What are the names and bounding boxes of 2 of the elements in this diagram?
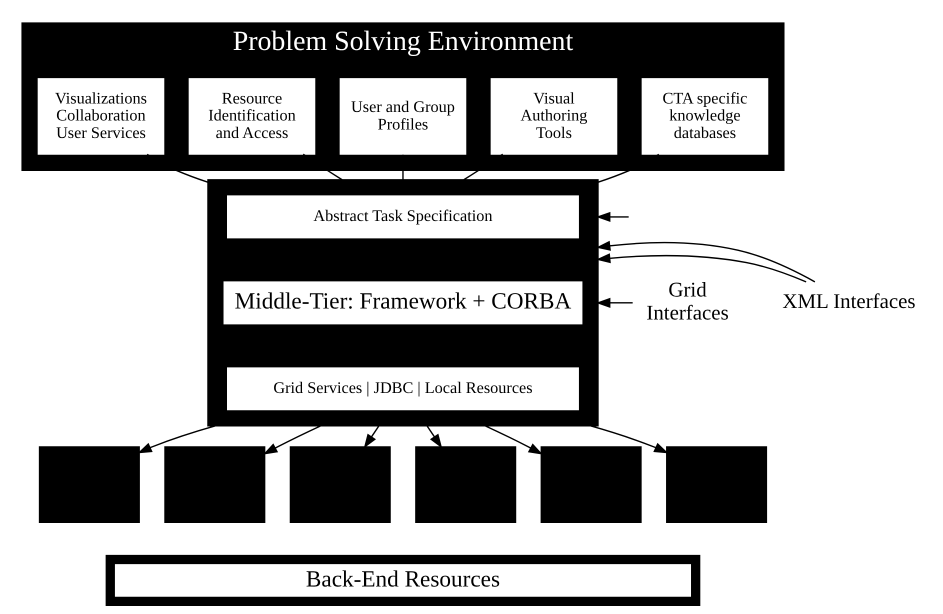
node-text: XML Interfaces	[782, 288, 916, 312]
node-text: Grid Interfaces	[646, 276, 729, 324]
